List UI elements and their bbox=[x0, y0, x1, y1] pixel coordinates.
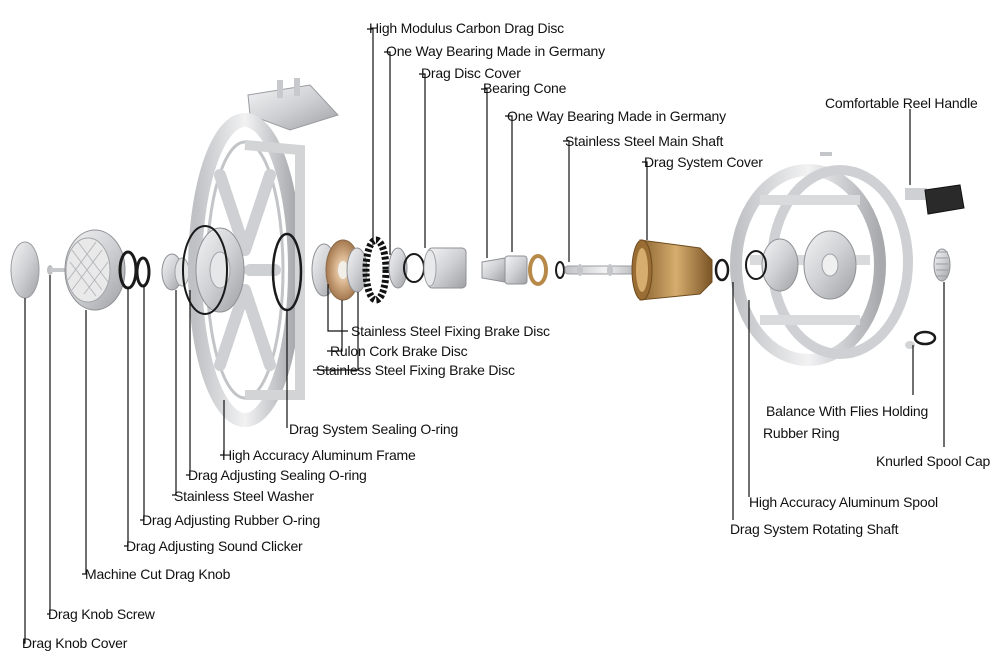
label-drag-adjusting-sound-clicker: Drag Adjusting Sound Clicker bbox=[126, 538, 303, 554]
bearing-cone-part bbox=[481, 254, 565, 286]
label-drag-adjusting-sealing-oring: Drag Adjusting Sealing O-ring bbox=[188, 467, 367, 483]
label-drag-system-sealing-oring: Drag System Sealing O-ring bbox=[289, 421, 459, 437]
machine-cut-drag-knob-part bbox=[64, 229, 126, 311]
aluminum-spool-part bbox=[714, 164, 913, 366]
leader-sound-clicker bbox=[124, 288, 129, 547]
leader-knob-cover bbox=[23, 298, 26, 644]
label-stainless-steel-washer: Stainless Steel Washer bbox=[174, 488, 314, 504]
leader-main-shaft bbox=[563, 140, 570, 262]
leader-drag-disc-cover bbox=[419, 73, 426, 248]
spool-cap-and-rubber-part bbox=[905, 248, 951, 349]
label-stainless-steel-fixing-brake-disc-2: Stainless Steel Fixing Brake Disc bbox=[316, 362, 515, 378]
label-drag-knob-screw: Drag Knob Screw bbox=[48, 606, 155, 622]
aluminum-frame-part bbox=[182, 78, 339, 427]
orings-left-part bbox=[118, 250, 190, 291]
leader-one-way-bearing-1 bbox=[384, 51, 391, 255]
drag-knob-cover-part bbox=[10, 241, 40, 299]
label-bearing-cone: Bearing Cone bbox=[483, 80, 567, 96]
leader-washer bbox=[172, 290, 177, 496]
leader-knob-screw bbox=[47, 275, 51, 615]
label-one-way-bearing-1: One Way Bearing Made in Germany bbox=[386, 43, 605, 59]
leader-cork bbox=[327, 300, 343, 352]
leader-fixing-brake-2 bbox=[313, 292, 359, 371]
label-drag-knob-cover: Drag Knob Cover bbox=[22, 635, 128, 651]
drag-disc-cover-part bbox=[423, 247, 467, 289]
leader-bearing-cone bbox=[481, 88, 488, 258]
label-knurled-spool-cap: Knurled Spool Cap bbox=[876, 453, 991, 469]
leader-one-way-bearing-2 bbox=[505, 115, 513, 252]
leader-rubber-oring bbox=[140, 286, 145, 521]
label-high-modulus-carbon-drag-disc: High Modulus Carbon Drag Disc bbox=[369, 20, 564, 36]
leader-drag-cover bbox=[642, 161, 648, 240]
label-stainless-steel-main-shaft: Stainless Steel Main Shaft bbox=[565, 133, 724, 149]
carbon-drag-disc-part bbox=[362, 236, 390, 304]
label-stainless-steel-fixing-brake-disc-1: Stainless Steel Fixing Brake Disc bbox=[351, 323, 550, 339]
label-rulon-cork-brake-disc: Rulon Cork Brake Disc bbox=[330, 343, 468, 359]
label-balance-line1: Balance With Flies Holding bbox=[766, 403, 929, 419]
reel-handle-part bbox=[820, 152, 965, 215]
label-high-accuracy-aluminum-spool: High Accuracy Aluminum Spool bbox=[749, 494, 938, 510]
leader-adjusting-sealing bbox=[186, 290, 191, 476]
label-balance-line2: Rubber Ring bbox=[763, 425, 840, 441]
drag-system-cover-part bbox=[631, 239, 713, 301]
bearing-part bbox=[388, 247, 425, 289]
leader-frame bbox=[220, 400, 225, 456]
leader-fixing-brake-1 bbox=[327, 284, 348, 332]
label-one-way-bearing-2: One Way Bearing Made in Germany bbox=[507, 108, 726, 124]
label-drag-system-cover: Drag System Cover bbox=[644, 154, 763, 170]
leader-drag-knob bbox=[82, 310, 87, 575]
label-comfortable-reel-handle: Comfortable Reel Handle bbox=[825, 95, 978, 111]
leader-lines bbox=[23, 28, 945, 644]
main-shaft-part bbox=[564, 264, 646, 276]
label-drag-system-rotating-shaft: Drag System Rotating Shaft bbox=[730, 521, 899, 537]
label-drag-disc-cover: Drag Disc Cover bbox=[421, 65, 521, 81]
leader-high-modulus bbox=[367, 28, 374, 245]
brake-discs-part bbox=[311, 239, 368, 301]
label-high-accuracy-aluminum-frame: High Accuracy Aluminum Frame bbox=[222, 447, 416, 463]
label-machine-cut-drag-knob: Machine Cut Drag Knob bbox=[85, 566, 231, 582]
label-drag-adjusting-rubber-oring: Drag Adjusting Rubber O-ring bbox=[142, 512, 321, 528]
drag-knob-screw-part bbox=[47, 265, 72, 275]
